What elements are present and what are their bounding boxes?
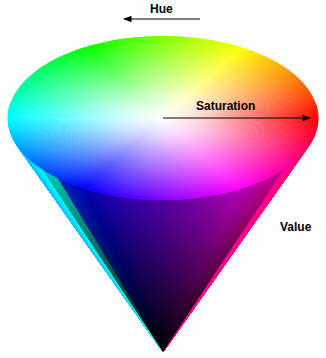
saturation-fade: [8, 36, 318, 200]
hue-disc: [8, 36, 318, 200]
hue-arrow: [124, 18, 200, 19]
axis-label: Saturation: [196, 99, 255, 113]
axis-label: Value: [280, 220, 311, 234]
axis-label: Hue: [150, 2, 173, 16]
saturation-arrow: [163, 117, 310, 118]
